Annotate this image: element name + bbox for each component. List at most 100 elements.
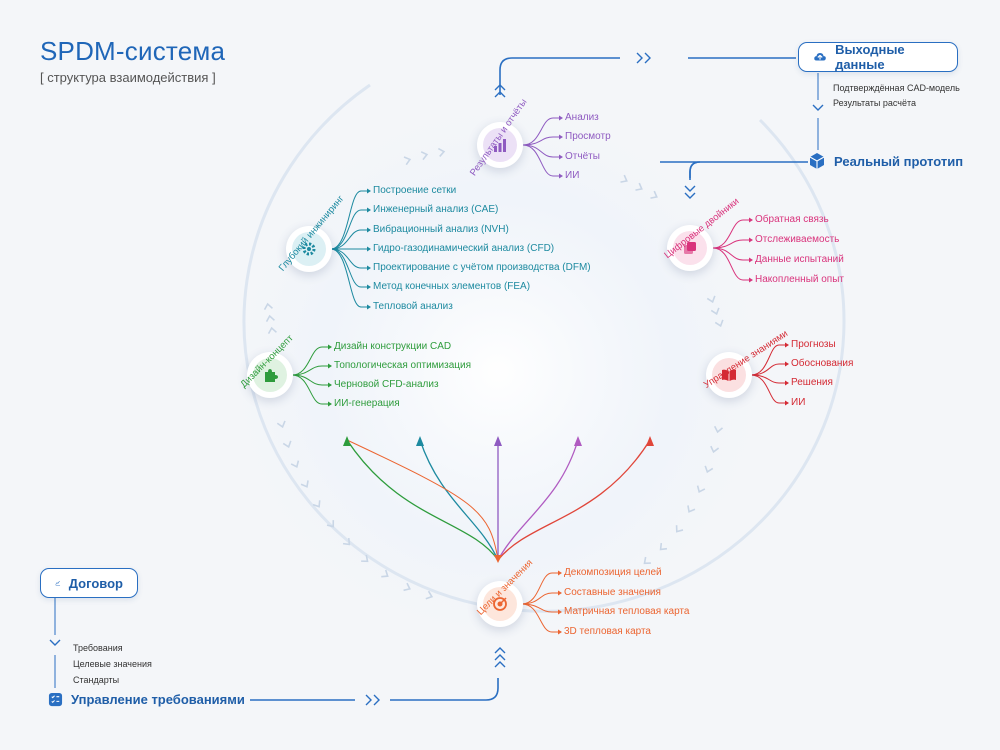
leaf-label[interactable]: Обоснования	[791, 358, 854, 369]
leaf-connector	[522, 136, 561, 146]
leaf-label[interactable]: Составные значения	[564, 587, 661, 598]
flow-chevron	[704, 465, 714, 474]
leaf-label[interactable]: Декомпозиция целей	[564, 567, 662, 578]
leaf-connector	[750, 363, 787, 376]
leaf-arrowhead	[558, 629, 562, 635]
leaf-connector	[750, 344, 787, 376]
leaf-arrowhead	[328, 344, 332, 350]
leaf-label[interactable]: Решения	[791, 377, 833, 388]
flow-chevron	[696, 485, 706, 493]
leaf-label[interactable]: Анализ	[565, 112, 599, 123]
leaf-label[interactable]: Тепловой анализ	[373, 301, 453, 312]
checklist-icon	[48, 692, 63, 707]
leaf-connector	[521, 572, 560, 605]
leaf-connector	[522, 144, 561, 177]
leaf-label[interactable]: Обратная связь	[755, 214, 829, 225]
leaf-label[interactable]: Данные испытаний	[755, 254, 844, 265]
leaf-label[interactable]: Проектирование с учётом производства (DF…	[373, 262, 591, 273]
leaf-label[interactable]: Просмотр	[565, 131, 611, 142]
leaf-label[interactable]: Метод конечных элементов (FEA)	[373, 281, 531, 292]
leaf-connector	[330, 209, 369, 250]
flow-chevron	[361, 554, 369, 563]
leaf-connector	[712, 219, 751, 249]
flow-chevron	[381, 569, 389, 578]
leaf-arrowhead	[785, 400, 789, 406]
signature-icon	[55, 581, 61, 586]
leaf-label[interactable]: Накопленный опыт	[755, 274, 844, 285]
leaf-arrowhead	[367, 284, 371, 290]
leaf-connector	[291, 374, 330, 405]
goals-node[interactable]	[477, 581, 523, 627]
leaf-connector	[712, 247, 751, 281]
output-data-box[interactable]: Выходные данные	[798, 42, 958, 72]
flow-chevron	[312, 500, 321, 508]
leaf-arrowhead	[367, 265, 371, 271]
leaf-label[interactable]: Прогнозы	[791, 339, 836, 350]
leaf-arrowhead	[367, 227, 371, 233]
leaf-arrowhead	[328, 401, 332, 407]
leaf-label[interactable]: 3D тепловая карта	[564, 626, 651, 637]
flow-chevrons	[263, 147, 724, 600]
results-node[interactable]	[477, 122, 523, 168]
output-data-label: Выходные данные	[835, 42, 905, 72]
flow-chevron	[643, 556, 651, 565]
requirements-management[interactable]: Управление требованиями	[48, 692, 245, 707]
leaf-arrowhead	[559, 154, 563, 160]
contract-label: Договор	[68, 575, 123, 591]
leaf-arrowhead	[749, 277, 753, 283]
leaf-connector	[330, 190, 369, 250]
flow-chevron	[659, 542, 668, 551]
flow-chevron	[403, 156, 412, 166]
leaf-label[interactable]: ИИ-генерация	[334, 398, 400, 409]
leaf-connector	[291, 365, 330, 376]
contract-item: Целевые значения	[73, 659, 152, 669]
leaf-arrowhead	[558, 570, 562, 576]
target-icon	[493, 597, 507, 611]
flow-chevron	[714, 319, 724, 328]
leaf-label[interactable]: ИИ	[565, 170, 580, 181]
cube-icon	[809, 153, 825, 169]
flow-chevron	[437, 147, 446, 157]
flow-chevron	[706, 295, 716, 304]
flow-chevron	[635, 182, 643, 191]
flow-chevron	[290, 460, 300, 468]
flow-chevron	[713, 425, 724, 434]
real-prototype[interactable]: Реальный прототип	[808, 152, 963, 170]
flow-chevron	[267, 326, 277, 335]
leaf-label[interactable]: Отслеживаемость	[755, 234, 840, 245]
real-prototype-label: Реальный прототип	[834, 153, 964, 169]
knowledge-node[interactable]	[706, 352, 752, 398]
leaf-arrowhead	[749, 257, 753, 263]
puzzle-icon	[265, 369, 278, 382]
leaf-label[interactable]: Матричная тепловая карта	[564, 606, 690, 617]
leaf-arrowhead	[785, 342, 789, 348]
layers-icon	[684, 242, 696, 254]
leaf-label[interactable]: Построение сетки	[373, 185, 457, 196]
leaf-arrowhead	[785, 361, 789, 367]
contract-box[interactable]: Договор	[40, 568, 138, 598]
leaf-connector	[750, 374, 787, 384]
contract-item: Требования	[73, 643, 123, 653]
output-item: Подтверждённая CAD-модель	[833, 83, 960, 93]
leaf-connector	[712, 239, 751, 249]
leaf-label[interactable]: Отчёты	[565, 151, 600, 162]
leaf-label[interactable]: Инженерный анализ (CAE)	[373, 204, 499, 215]
leaf-label[interactable]: Гидро-газодинамический анализ (CFD)	[373, 243, 555, 254]
leaf-label[interactable]: Топологическая оптимизация	[334, 360, 471, 371]
deep-engineering-node[interactable]	[286, 226, 332, 272]
flow-chevron	[263, 302, 273, 311]
digital-twins-node[interactable]	[667, 225, 713, 271]
leaf-label[interactable]: ИИ	[791, 397, 806, 408]
leaf-connector	[330, 229, 369, 250]
flow-chevron	[326, 520, 335, 528]
leaf-label[interactable]: Дизайн конструкции CAD	[334, 341, 452, 352]
flow-chevron	[620, 174, 628, 183]
leaf-arrowhead	[328, 382, 332, 388]
leaf-arrowhead	[367, 304, 371, 310]
leaf-label[interactable]: Вибрационный анализ (NVH)	[373, 224, 509, 235]
flow-chevron	[675, 525, 684, 533]
design-concept-node[interactable]	[247, 352, 293, 398]
leaf-label[interactable]: Черновой CFD-анализ	[334, 379, 439, 390]
leaf-arrowhead	[749, 237, 753, 243]
